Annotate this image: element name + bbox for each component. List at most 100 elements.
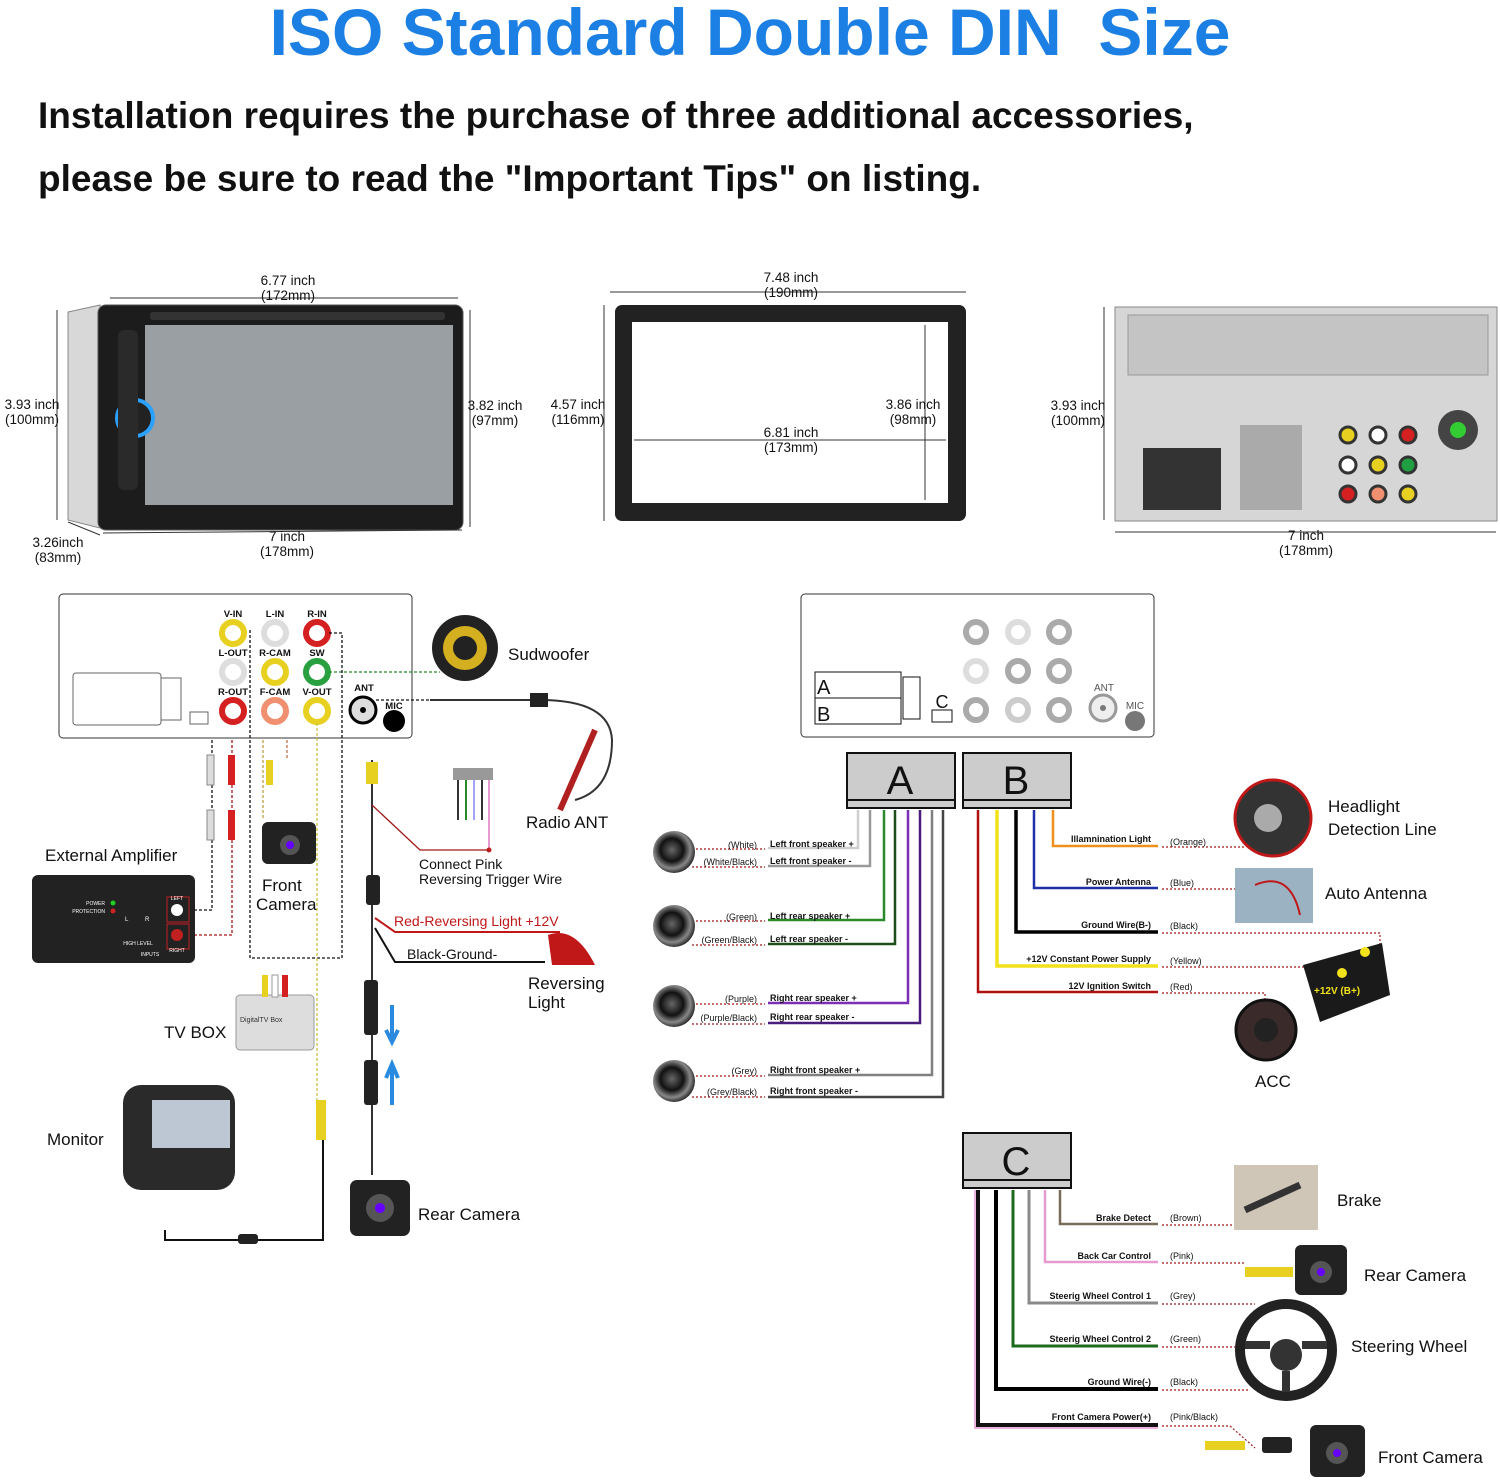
front-camera-image — [262, 822, 316, 864]
diagram-label: 7 inch — [269, 529, 305, 544]
jack-label: R-CAM — [259, 648, 291, 659]
subwoofer-label: Sudwoofer — [508, 645, 590, 664]
diagram-label: (Grey) — [1170, 1291, 1196, 1301]
diagram-label: Left front speaker - — [770, 856, 852, 866]
front-camera-label: Front — [262, 876, 302, 895]
diagram-label: LEFT — [171, 896, 183, 902]
pink-wire-label: Connect Pink — [419, 856, 503, 872]
diagram-label: 3.93 inch — [5, 397, 60, 412]
diagram-label: Right rear speaker - — [770, 1012, 855, 1022]
red-reversing-label: Red-Reversing Light +12V — [394, 913, 559, 929]
diagram-label: Back Car Control — [1077, 1251, 1151, 1261]
diagram-label: (Green/Black) — [701, 935, 757, 945]
diagram-label: (Black) — [1170, 1377, 1198, 1387]
diagram-label: (Orange) — [1170, 837, 1206, 847]
diagram-label: 3.93 inch — [1051, 398, 1106, 413]
diagram-label: (White/Black) — [703, 857, 757, 867]
diagram-label: (100mm) — [1051, 413, 1105, 428]
speaker-icon — [653, 985, 695, 1027]
diagram-label: (Purple) — [725, 994, 757, 1004]
diagram-label: (Grey) — [732, 1066, 758, 1076]
diagram-label: Power Antenna — [1086, 877, 1152, 887]
diagram-label: POWER — [86, 901, 105, 907]
auto-antenna-image — [1235, 868, 1313, 923]
pink-trigger-wire-icon — [453, 768, 493, 853]
reversing-light-image — [548, 933, 595, 965]
diagram-label: ANT — [354, 683, 374, 694]
harness-b-labels: Illamnination Light (Orange) Power Anten… — [1026, 834, 1206, 992]
rear-camera-cable — [364, 760, 560, 1175]
rca-cables — [206, 754, 273, 841]
radio-ant-label: Radio ANT — [526, 813, 608, 832]
rear-camera-c-label: Rear Camera — [1364, 1266, 1467, 1285]
harness-c-connector: C — [962, 1132, 1072, 1189]
headlight-image — [1233, 778, 1313, 858]
steering-wheel-image — [1235, 1299, 1337, 1401]
rear-camera-label: Rear Camera — [418, 1205, 521, 1224]
diagram-label: R — [145, 917, 150, 923]
diagram-label: (116mm) — [551, 412, 604, 427]
diagram-label: Steerig Wheel Control 1 — [1049, 1291, 1151, 1301]
headlight-label-2: Detection Line — [1328, 820, 1437, 839]
harness-panel: A B C ANT MIC — [800, 593, 1155, 738]
head-unit-dimensions: 6.77 inch (172mm) 3.93 inch (100mm) 3.82… — [5, 273, 523, 565]
harness-c-labels: Brake Detect (Brown) Back Car Control (P… — [1049, 1213, 1218, 1422]
diagram-label: B — [817, 704, 830, 726]
diagram-label: Ground Wire(-) — [1088, 1377, 1151, 1387]
diagram-label: (Red) — [1170, 982, 1193, 992]
diagram-label: (Green) — [726, 912, 757, 922]
diagram-label: (Pink/Black) — [1170, 1412, 1218, 1422]
diagram-label: Front Camera Power(+) — [1052, 1412, 1151, 1422]
diagram-label: L — [125, 917, 129, 923]
external-amplifier-image: LEFT RIGHT POWER PROTECTION L R HIGH LEV… — [32, 875, 195, 963]
subtitle-line-2: please be sure to read the "Important Ti… — [38, 158, 982, 199]
diagram-label: 12V Ignition Switch — [1068, 981, 1151, 991]
diagram-label: DigitalTV Box — [240, 1017, 283, 1024]
acc-ignition-image — [1234, 998, 1298, 1062]
acc-label: ACC — [1255, 1072, 1291, 1091]
speaker-icon — [653, 1060, 695, 1102]
harness-b-wires — [976, 810, 1158, 994]
diagram-label: (Pink) — [1170, 1251, 1194, 1261]
diagram-label: (White) — [728, 840, 757, 850]
diagram-label: A — [887, 759, 914, 803]
diagram-label: Left rear speaker + — [770, 911, 850, 921]
diagram-label: (97mm) — [472, 413, 519, 428]
diagram-label: INPUTS — [141, 952, 160, 958]
diagram-label: Ground Wire(B-) — [1081, 920, 1151, 930]
front-camera-label-2: Camera — [256, 895, 317, 914]
front-camera-c-image — [1205, 1425, 1365, 1477]
mounting-frame: 7.48 inch (190mm) 4.57 inch (116mm) 3.86… — [551, 270, 966, 521]
auto-antenna-label: Auto Antenna — [1325, 884, 1428, 903]
car-battery-image: +12V (B+) — [1303, 943, 1390, 1022]
diagram-label: (178mm) — [1279, 543, 1333, 558]
steering-wheel-label: Steering Wheel — [1351, 1337, 1467, 1356]
diagram-label: 3.26inch — [32, 535, 83, 550]
tv-box-label: TV BOX — [164, 1023, 226, 1042]
diagram-label: 7 inch — [1288, 528, 1324, 543]
diagram-label: (Green) — [1170, 1334, 1201, 1344]
diagram-label: (172mm) — [261, 288, 315, 303]
subwoofer-image — [432, 615, 498, 681]
jack-label: L-IN — [266, 609, 285, 620]
speaker-icon — [653, 905, 695, 947]
head-unit-front-view — [67, 304, 464, 531]
connection-lines — [195, 630, 440, 1100]
diagram-label: 6.77 inch — [261, 273, 316, 288]
reversing-light-label: Reversing — [528, 974, 605, 993]
harness-a-wires — [768, 810, 945, 1099]
diagram-label: MIC — [385, 701, 403, 712]
diagram-label: B — [1003, 759, 1030, 803]
diagram-label: 4.57 inch — [551, 397, 606, 412]
black-ground-label: Black-Ground- — [407, 946, 498, 962]
diagram-label: ANT — [1094, 683, 1114, 694]
radio-antenna-icon — [557, 728, 598, 812]
diagram-label: C — [1002, 1140, 1031, 1184]
jack-label: R-OUT — [218, 687, 248, 698]
diagram-label: (Purple/Black) — [700, 1013, 757, 1023]
page-title: ISO Standard Double DIN Size — [269, 0, 1231, 69]
tv-box-image: DigitalTV Box — [235, 974, 315, 1051]
headlight-label: Headlight — [1328, 797, 1400, 816]
arrow-down-icon — [384, 1005, 400, 1047]
